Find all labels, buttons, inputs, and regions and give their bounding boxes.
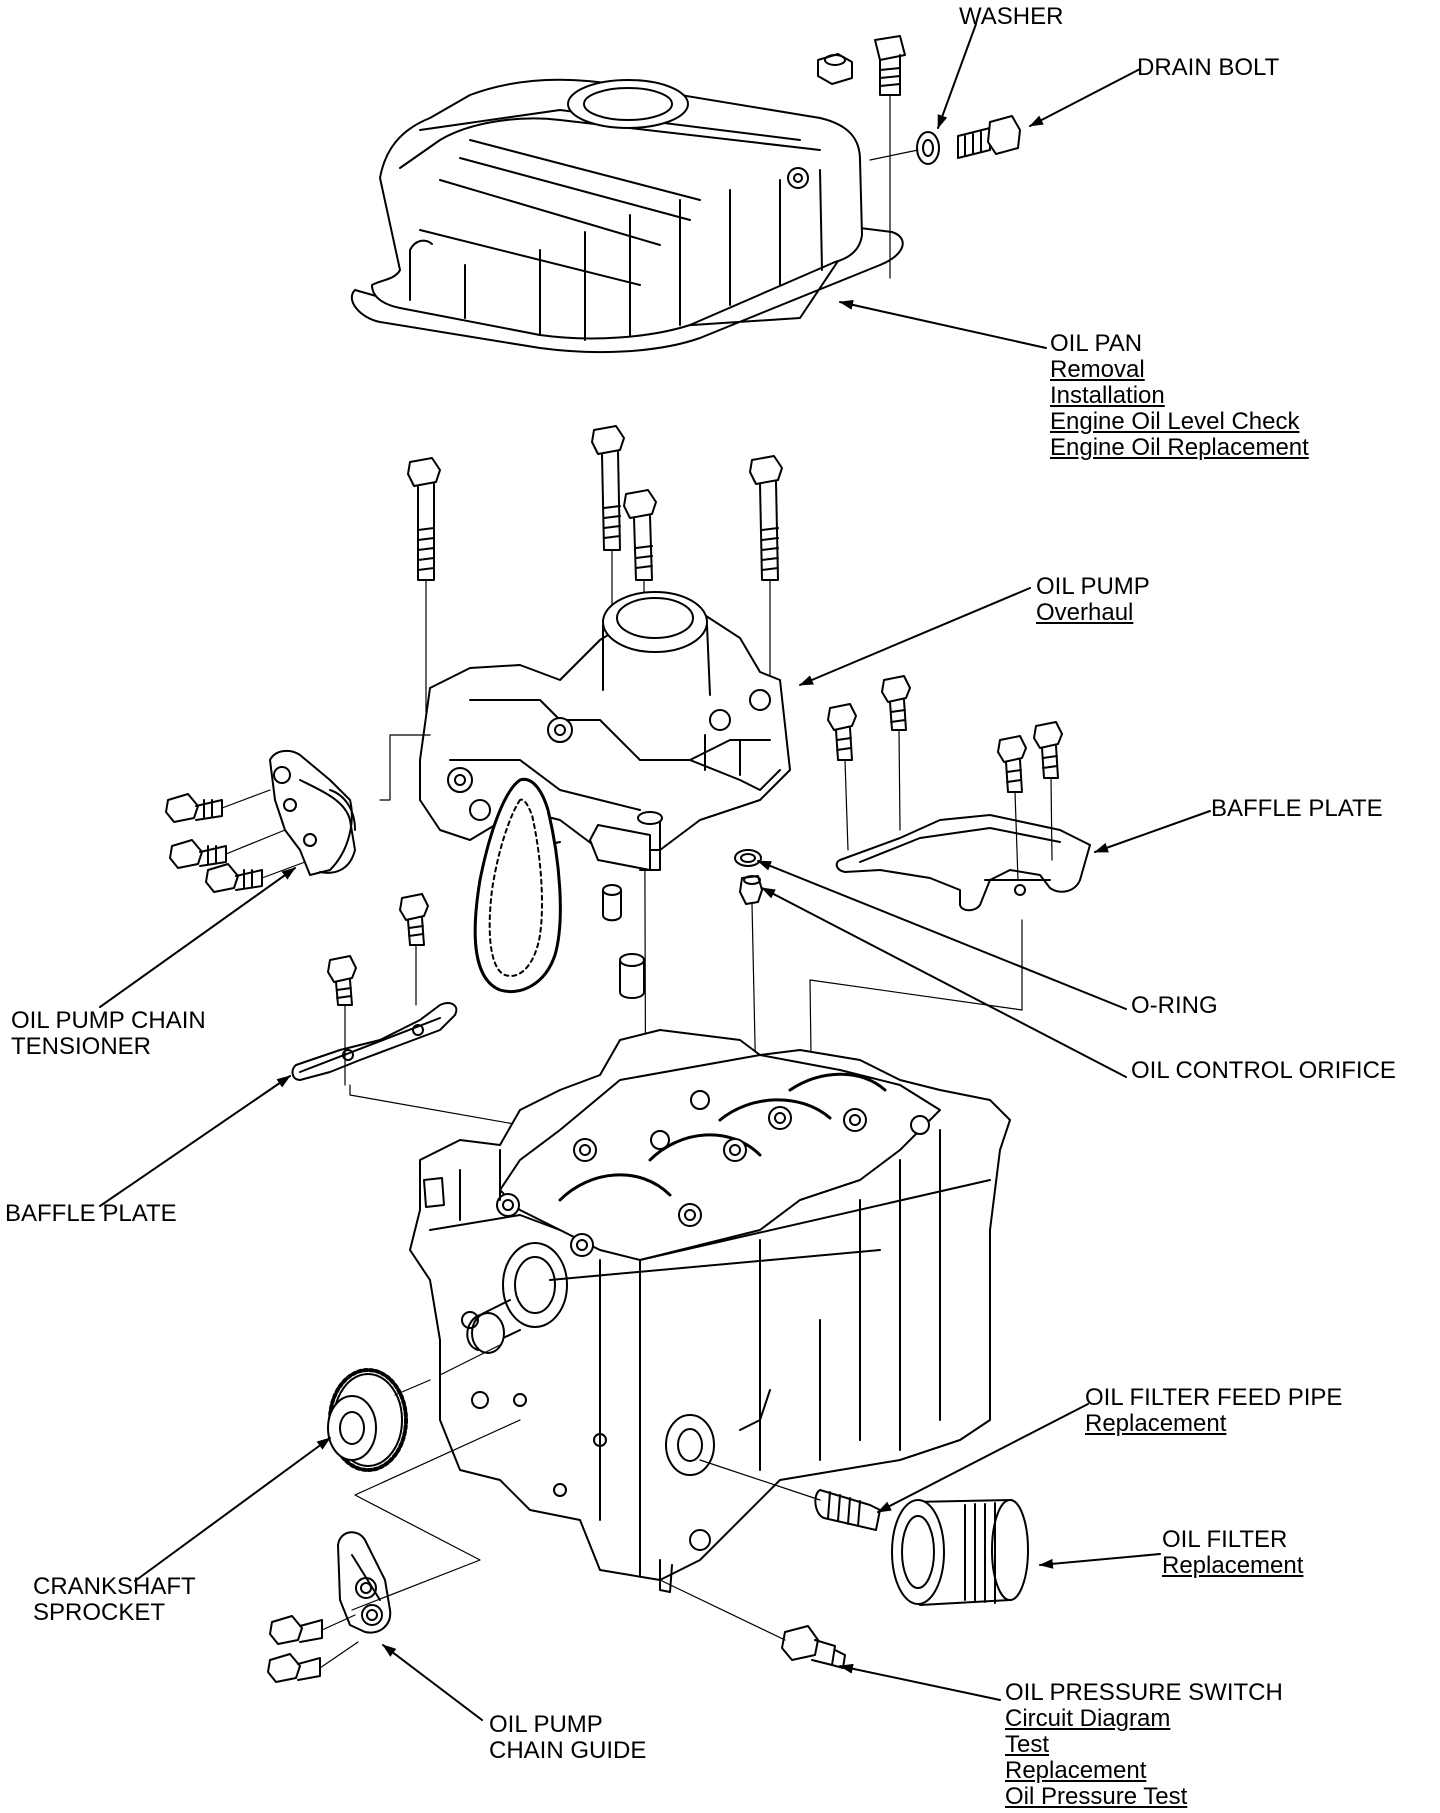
label-oil-pressure-switch: OIL PRESSURE SWITCH Circuit Diagram Test…	[1005, 1680, 1283, 1810]
link-oil-pan-removal[interactable]: Removal	[1050, 356, 1145, 383]
label-oil-filter: OIL FILTER Replacement	[1162, 1527, 1303, 1579]
label-crankshaft-sprocket: CRANKSHAFT SPROCKET	[33, 1574, 196, 1626]
baffle-plate-left-drawing	[291, 1002, 458, 1081]
pan-nut-bolt-drawing	[817, 35, 906, 279]
label-oil-pan-title: OIL PAN	[1050, 330, 1143, 357]
label-oil-pump-title: OIL PUMP	[1036, 573, 1150, 600]
label-baffle-plate-left: BAFFLE PLATE	[5, 1201, 177, 1227]
label-baffle-plate-right-title: BAFFLE PLATE	[1211, 795, 1383, 822]
oil-pan-drawing	[350, 78, 904, 354]
oil-pump-drawing	[419, 591, 791, 871]
label-drain-bolt-title: DRAIN BOLT	[1137, 54, 1280, 81]
crankshaft-sprocket-drawing	[327, 1344, 501, 1472]
label-oil-filter-feed-pipe-title: OIL FILTER FEED PIPE	[1085, 1384, 1343, 1411]
label-tensioner-line1: OIL PUMP CHAIN	[11, 1007, 206, 1034]
label-chain-guide-line1: OIL PUMP	[489, 1711, 603, 1738]
tensioner-drawing	[269, 749, 356, 876]
oil-filter-drawing	[891, 1499, 1029, 1606]
label-oil-control-orifice: OIL CONTROL ORIFICE	[1131, 1058, 1396, 1084]
label-baffle-plate-left-title: BAFFLE PLATE	[5, 1200, 177, 1227]
link-engine-oil-replacement[interactable]: Engine Oil Replacement	[1050, 434, 1309, 461]
link-circuit-diagram[interactable]: Circuit Diagram	[1005, 1705, 1171, 1732]
tensioner-bolts-drawing	[165, 734, 431, 893]
oil-pressure-switch-drawing	[659, 1579, 846, 1669]
link-oil-pressure-switch-test[interactable]: Test	[1005, 1731, 1050, 1758]
o-ring-drawing	[734, 849, 762, 867]
link-oil-filter-replacement[interactable]: Replacement	[1162, 1552, 1304, 1579]
label-washer-title: WASHER	[959, 3, 1064, 30]
engine-block-drawing	[409, 1029, 1011, 1593]
label-washer: WASHER	[959, 4, 1063, 30]
link-engine-oil-level-check[interactable]: Engine Oil Level Check	[1050, 408, 1300, 435]
dowel-pins-drawing	[602, 884, 645, 999]
label-oil-filter-title: OIL FILTER	[1162, 1526, 1288, 1553]
link-oil-pump-overhaul[interactable]: Overhaul	[1036, 599, 1134, 626]
oil-filter-feed-pipe-drawing	[699, 1459, 881, 1531]
drain-bolt-drawing	[869, 115, 1021, 165]
block-dowel-drawing	[423, 1177, 445, 1208]
label-crankshaft-sprocket-line2: SPROCKET	[33, 1599, 166, 1626]
label-oil-pump: OIL PUMP Overhaul	[1036, 574, 1150, 626]
label-drain-bolt: DRAIN BOLT	[1137, 55, 1279, 81]
leader-arrows	[99, 23, 1211, 1721]
label-baffle-plate-right: BAFFLE PLATE	[1211, 796, 1383, 822]
baffle-plate-right-drawing	[835, 814, 1091, 912]
link-oil-pressure-switch-replacement[interactable]: Replacement	[1005, 1757, 1147, 1784]
label-oil-pan: OIL PAN Removal Installation Engine Oil …	[1050, 331, 1309, 461]
label-o-ring-title: O-RING	[1131, 992, 1218, 1019]
link-oil-pressure-test[interactable]: Oil Pressure Test	[1005, 1783, 1188, 1810]
baffle-plate-right-bolts-drawing	[809, 675, 1063, 1131]
oil-pump-chain-drawing	[473, 777, 562, 993]
label-oil-filter-feed-pipe: OIL FILTER FEED PIPE Replacement	[1085, 1385, 1342, 1437]
label-oil-pump-chain-guide: OIL PUMP CHAIN GUIDE	[489, 1712, 646, 1764]
link-oil-filter-feed-pipe-replacement[interactable]: Replacement	[1085, 1410, 1227, 1437]
label-oil-pressure-switch-title: OIL PRESSURE SWITCH	[1005, 1679, 1283, 1706]
label-crankshaft-sprocket-line1: CRANKSHAFT	[33, 1573, 196, 1600]
label-o-ring: O-RING	[1131, 993, 1218, 1019]
label-tensioner-line2: TENSIONER	[11, 1033, 152, 1060]
oil-pump-chain-guide-drawing	[267, 1419, 521, 1683]
label-oil-control-orifice-title: OIL CONTROL ORIFICE	[1131, 1057, 1396, 1084]
label-chain-guide-line2: CHAIN GUIDE	[489, 1737, 647, 1764]
link-oil-pan-installation[interactable]: Installation	[1050, 382, 1165, 409]
label-oil-pump-chain-tensioner: OIL PUMP CHAIN TENSIONER	[11, 1008, 206, 1060]
